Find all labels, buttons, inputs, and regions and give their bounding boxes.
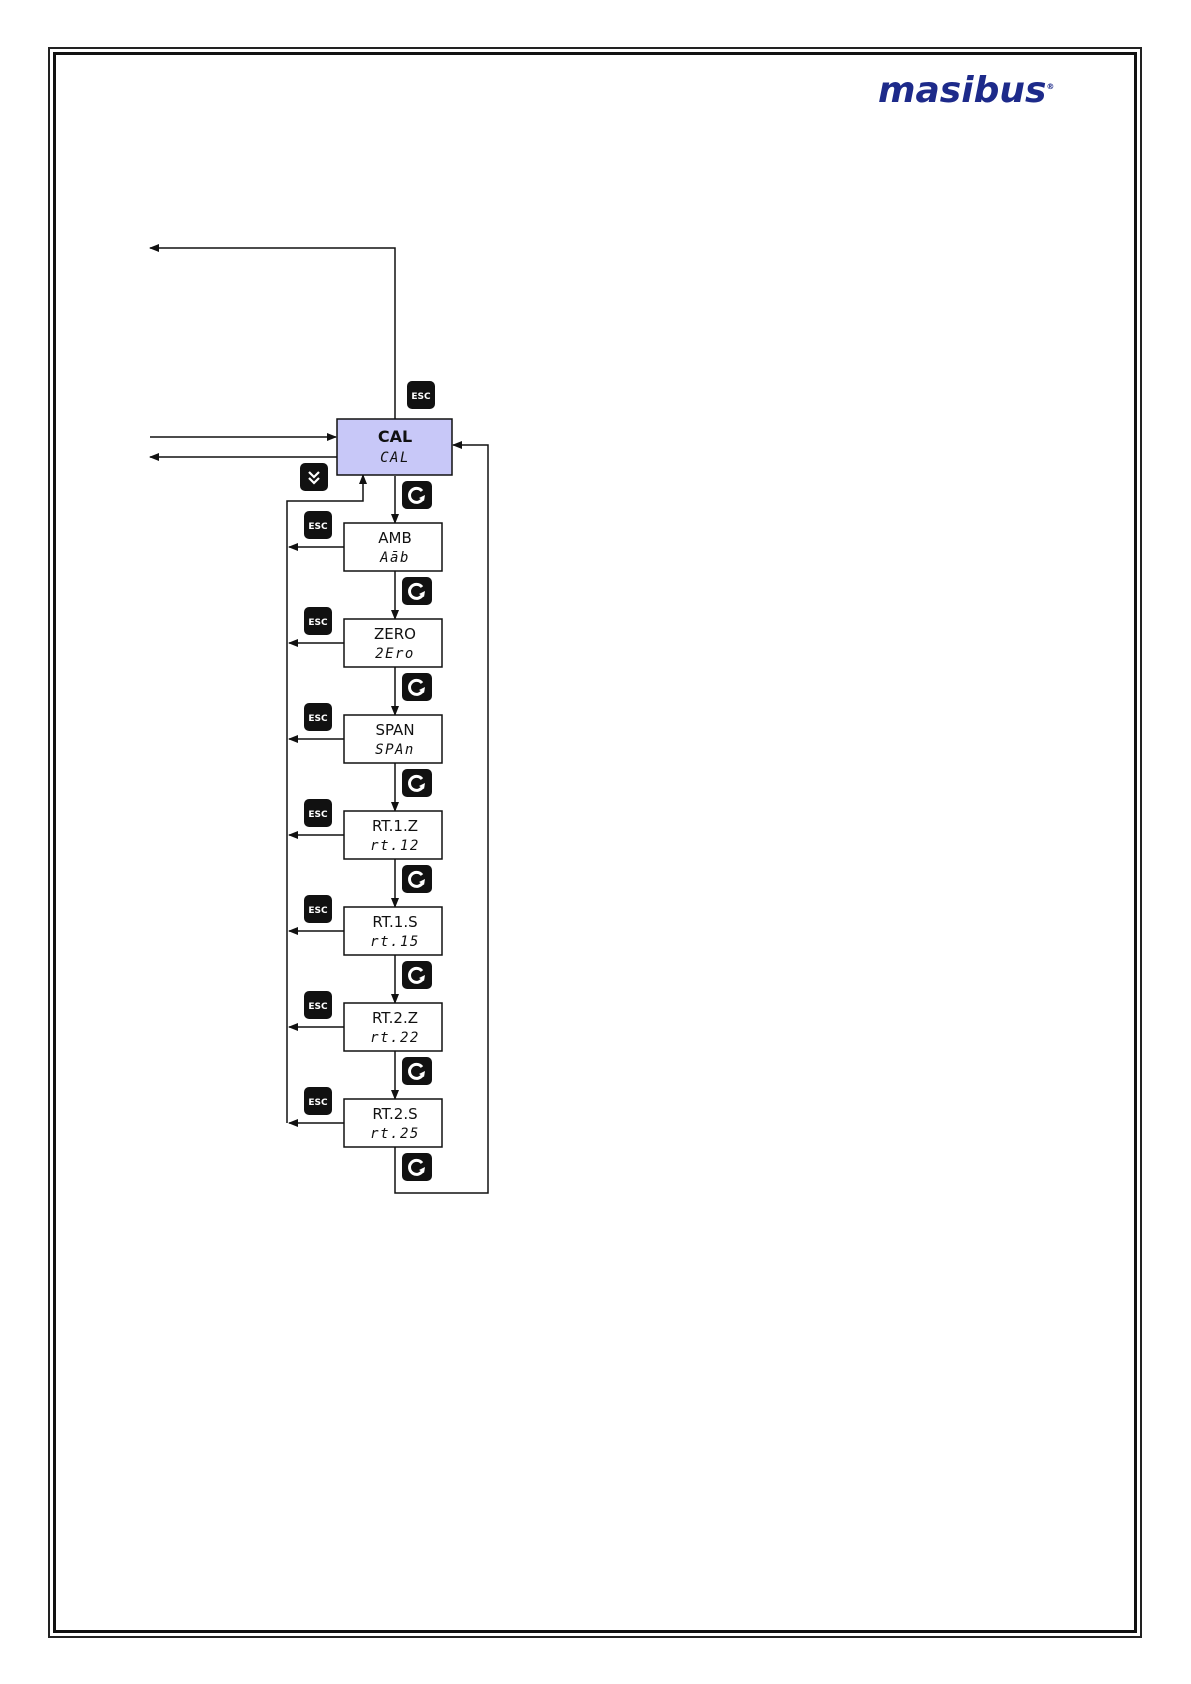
esc-key-icon: ESC: [304, 703, 332, 731]
param-node-display: Aāb: [379, 550, 410, 566]
param-node-label: RT.1.Z: [372, 817, 418, 835]
esc-key-icon: ESC: [304, 607, 332, 635]
cycle-arrow-icon: [402, 577, 432, 605]
param-node-label: AMB: [378, 529, 412, 547]
cycle-arrow-icon: [402, 1153, 432, 1181]
param-node-label: RT.2.S: [372, 1105, 417, 1123]
exit-line-top: [150, 248, 395, 419]
esc-key-label: ESC: [308, 906, 328, 916]
cycle-arrow-icon: [402, 961, 432, 989]
esc-key-label: ESC: [308, 810, 328, 820]
esc-key-label: ESC: [308, 1002, 328, 1012]
param-node-display: rt.15: [370, 934, 420, 950]
param-node: RT.2.S rt.25: [344, 1099, 442, 1147]
cal-node-display: CAL: [380, 450, 410, 466]
param-node: RT.2.Z rt.22: [344, 1003, 442, 1051]
cycle-arrow-icon: [402, 769, 432, 797]
cycle-arrow-icon: [402, 673, 432, 701]
cycle-arrow-icon: [402, 481, 432, 509]
param-node-label: SPAN: [375, 721, 414, 739]
esc-key-label: ESC: [308, 714, 328, 724]
esc-key-top-label: ESC: [411, 392, 431, 402]
param-node-display: SPAn: [375, 742, 415, 758]
param-node: RT.1.Z rt.12: [344, 811, 442, 859]
param-node-display: rt.25: [370, 1126, 420, 1142]
esc-key-icon: ESC: [304, 991, 332, 1019]
cycle-arrow-icon: [402, 1057, 432, 1085]
param-node-display: rt.12: [370, 838, 420, 854]
esc-key-icon: ESC: [304, 799, 332, 827]
param-node: SPAN SPAn: [344, 715, 442, 763]
param-node-display: 2Ero: [375, 646, 415, 662]
param-node-label: RT.2.Z: [372, 1009, 418, 1027]
esc-key-label: ESC: [308, 618, 328, 628]
esc-key-icon: ESC: [304, 511, 332, 539]
param-node-display: rt.22: [370, 1030, 420, 1046]
double-chevron-down-icon: [300, 463, 328, 491]
esc-key-label: ESC: [308, 522, 328, 532]
cycle-arrow-icon: [402, 865, 432, 893]
param-node: RT.1.S rt.15: [344, 907, 442, 955]
esc-key-label: ESC: [308, 1098, 328, 1108]
esc-key-icon: ESC: [304, 895, 332, 923]
param-node-label: RT.1.S: [372, 913, 417, 931]
param-node-label: ZERO: [374, 625, 416, 643]
param-node: ZERO 2Ero: [344, 619, 442, 667]
param-node: AMB Aāb: [344, 523, 442, 571]
esc-key-top: ESC: [407, 381, 435, 409]
cal-node: CAL CAL: [337, 419, 452, 475]
esc-key-icon: ESC: [304, 1087, 332, 1115]
param-nodes: AMBAābESCZERO2EroESCSPANSPAnESCRT.1.Zrt.…: [289, 481, 442, 1181]
cal-node-label: CAL: [378, 427, 412, 446]
